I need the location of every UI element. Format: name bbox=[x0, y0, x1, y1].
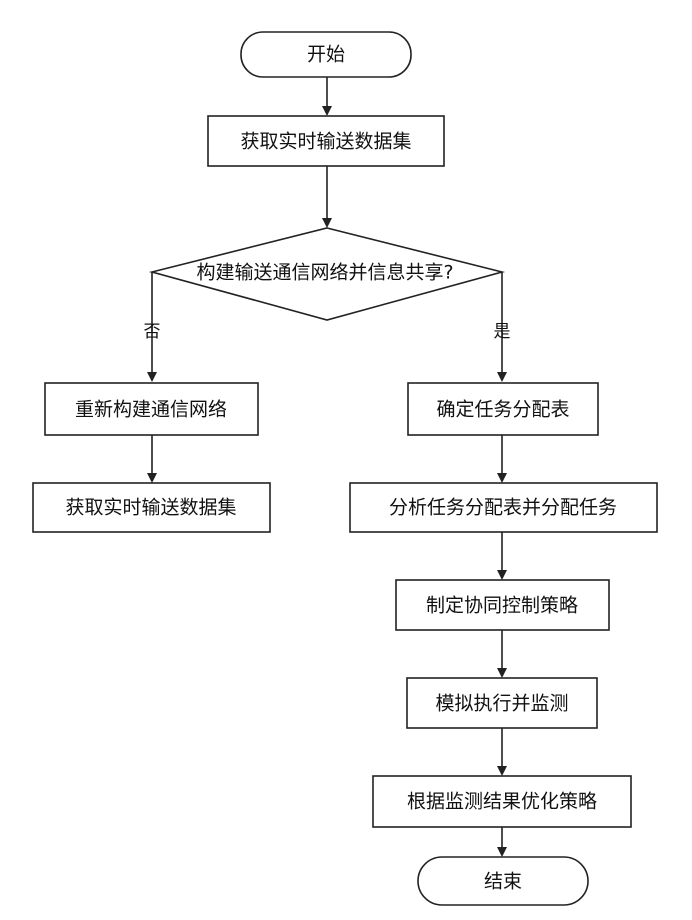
strategy-label: 制定协同控制策略 bbox=[426, 595, 578, 617]
rebuild-network-label: 重新构建通信网络 bbox=[75, 399, 227, 421]
left-acquire-data-label: 获取实时输送数据集 bbox=[65, 497, 236, 519]
end-label: 结束 bbox=[484, 871, 522, 893]
acquire-data-label: 获取实时输送数据集 bbox=[240, 131, 411, 153]
branch-no-label: 否 bbox=[144, 322, 161, 342]
start-label: 开始 bbox=[307, 44, 345, 66]
optimize-strategy-label: 根据监测结果优化策略 bbox=[407, 791, 597, 813]
analyze-assign-label: 分析任务分配表并分配任务 bbox=[389, 497, 617, 519]
branch-yes-label: 是 bbox=[494, 322, 511, 342]
simulate-monitor-label: 模拟执行并监测 bbox=[435, 693, 568, 715]
task-table-label: 确定任务分配表 bbox=[436, 399, 569, 421]
decision-label: 构建输送通信网络并信息共享? bbox=[196, 262, 453, 284]
